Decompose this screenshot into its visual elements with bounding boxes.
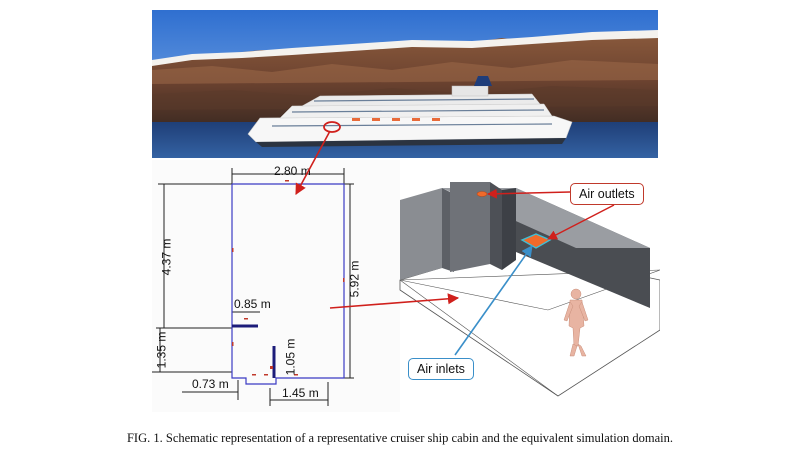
- dim-width-inner: 0.85 m: [234, 297, 271, 311]
- simulation-domain-3d: Air outlets Air inlets: [398, 160, 660, 412]
- dim-width-bottom: 1.45 m: [282, 386, 319, 400]
- dim-height-left-upper: 4.37 m: [159, 238, 174, 276]
- air-outlets-callout: Air outlets: [570, 183, 644, 205]
- figure-caption: FIG. 1. Schematic representation of a re…: [126, 431, 673, 445]
- cabin-floor-plan: 2.80 m 4.37 m 5.92 m 0.85 m 1.35 m 1.05 …: [152, 160, 400, 412]
- air-inlets-callout: Air inlets: [408, 358, 474, 380]
- dim-width-step: 0.73 m: [192, 377, 229, 391]
- dim-height-right: 5.92 m: [347, 260, 362, 298]
- dim-height-left-lower: 1.35 m: [154, 331, 169, 369]
- floor-plan-drawing: [152, 168, 354, 406]
- dim-width-top: 2.80 m: [274, 164, 311, 178]
- cruise-ship-photo: [152, 10, 658, 158]
- ship-photo-illustration: [152, 10, 658, 158]
- dim-height-bath: 1.05 m: [283, 338, 298, 376]
